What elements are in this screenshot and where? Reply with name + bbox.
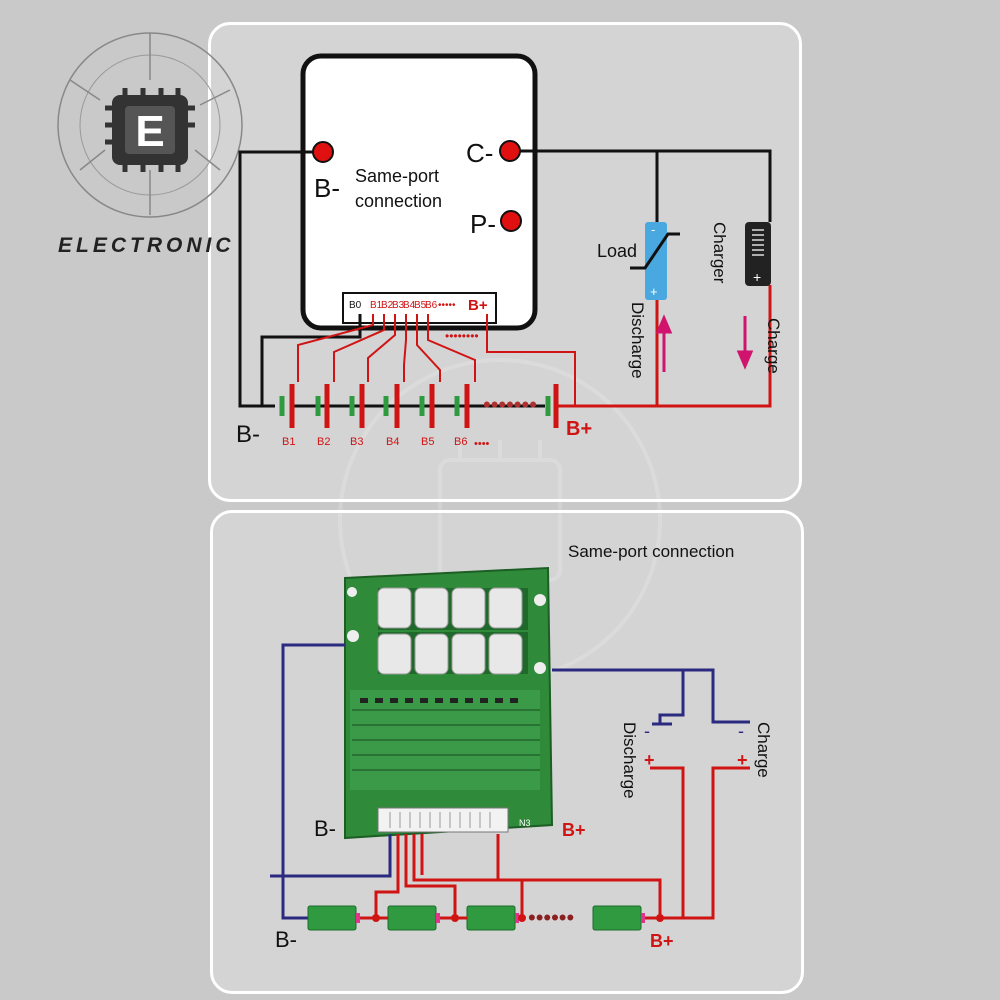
discharge-label-bottom: Discharge: [620, 722, 639, 799]
top-cell-labels: B1 B2 B3 B4 B5 B6 ••••: [282, 436, 490, 450]
black-wires: [238, 149, 772, 408]
connector-n3-label: N3: [519, 818, 531, 828]
header-label-dots: •••••: [438, 300, 456, 311]
top-cell-chain-dots: •••••••: [483, 392, 537, 417]
c-port-dot: [499, 140, 521, 162]
cell-label-b5: B5: [421, 436, 434, 448]
bms-pcb-board: N3: [344, 566, 554, 840]
same-port-line2: connection: [355, 191, 442, 211]
load-label: Load: [597, 241, 637, 261]
bottom-title: Same-port connection: [568, 542, 734, 561]
cell-label-b1: B1: [282, 436, 295, 448]
top-bminus-label: B-: [236, 421, 260, 448]
bms-module: [300, 53, 538, 331]
header-red-dots: ••••••••: [445, 329, 479, 343]
cell-label-b2: B2: [317, 436, 330, 448]
cell-label-b4: B4: [386, 436, 399, 448]
charge-minus: -: [738, 721, 744, 741]
header-label-b5: B5: [414, 300, 427, 311]
header-label-b6: B6: [425, 300, 438, 311]
logo-letter: E: [135, 107, 164, 156]
same-port-line1: Same-port: [355, 166, 439, 186]
red-sense-wires: [297, 314, 576, 406]
load-plus: +: [650, 284, 658, 299]
header-label-b1: B1: [370, 300, 383, 311]
arrows: [655, 314, 754, 372]
top-cells: [279, 384, 559, 428]
charge-plus: +: [737, 750, 748, 770]
bminus-port-dot: [312, 141, 334, 163]
header-labels: B0 B1 B2 B3 B4 B5 B6 ••••• B+: [349, 297, 488, 314]
logo-text: ELECTRONIC: [58, 234, 235, 257]
red-main-wire: [556, 285, 772, 408]
cell-label-dots: ••••: [474, 438, 490, 450]
header-label-b3: B3: [392, 300, 405, 311]
header-label-b2: B2: [381, 300, 394, 311]
bottom-cells: [307, 905, 664, 931]
load-minus: -: [651, 222, 655, 237]
charge-label-top: Charge: [764, 318, 783, 374]
bminus-port-label: B-: [314, 173, 340, 203]
bottom-bplus-label: B+: [650, 931, 674, 951]
cell-label-b3: B3: [350, 436, 363, 448]
mosfet-heatsinks: [377, 587, 523, 675]
discharge-plus: +: [644, 750, 655, 770]
discharge-arrow-icon: [655, 314, 673, 334]
load-component: - +: [630, 222, 680, 300]
discharge-minus: -: [644, 721, 650, 741]
cell-label-b6: B6: [454, 436, 467, 448]
balance-connector: [377, 807, 509, 833]
header-label-b0: B0: [349, 300, 362, 311]
charger-plus: +: [753, 269, 761, 285]
c-port-label: C-: [466, 138, 493, 168]
board-bplus-label: B+: [562, 820, 586, 840]
charge-arrow-icon: [736, 350, 754, 370]
header-label-bplus: B+: [468, 297, 488, 314]
chip-icon: E: [105, 88, 195, 172]
charge-label-bottom: Charge: [754, 722, 773, 778]
charger-label: Charger: [710, 222, 729, 284]
charger-component: +: [745, 222, 771, 286]
blue-wires: [270, 643, 740, 920]
header-label-b4: B4: [403, 300, 416, 311]
p-port-dot: [500, 210, 522, 232]
top-bplus-label: B+: [566, 418, 592, 440]
p-port-label: P-: [470, 209, 496, 239]
board-bminus-label: B-: [314, 816, 336, 841]
bottom-cell-chain-dots: ••••••: [528, 905, 574, 930]
bottom-terminals: - + - +: [644, 720, 750, 770]
bottom-bminus-label: B-: [275, 927, 297, 952]
electronic-logo: E ELECTRONIC: [57, 32, 243, 257]
discharge-label-top: Discharge: [628, 302, 647, 379]
